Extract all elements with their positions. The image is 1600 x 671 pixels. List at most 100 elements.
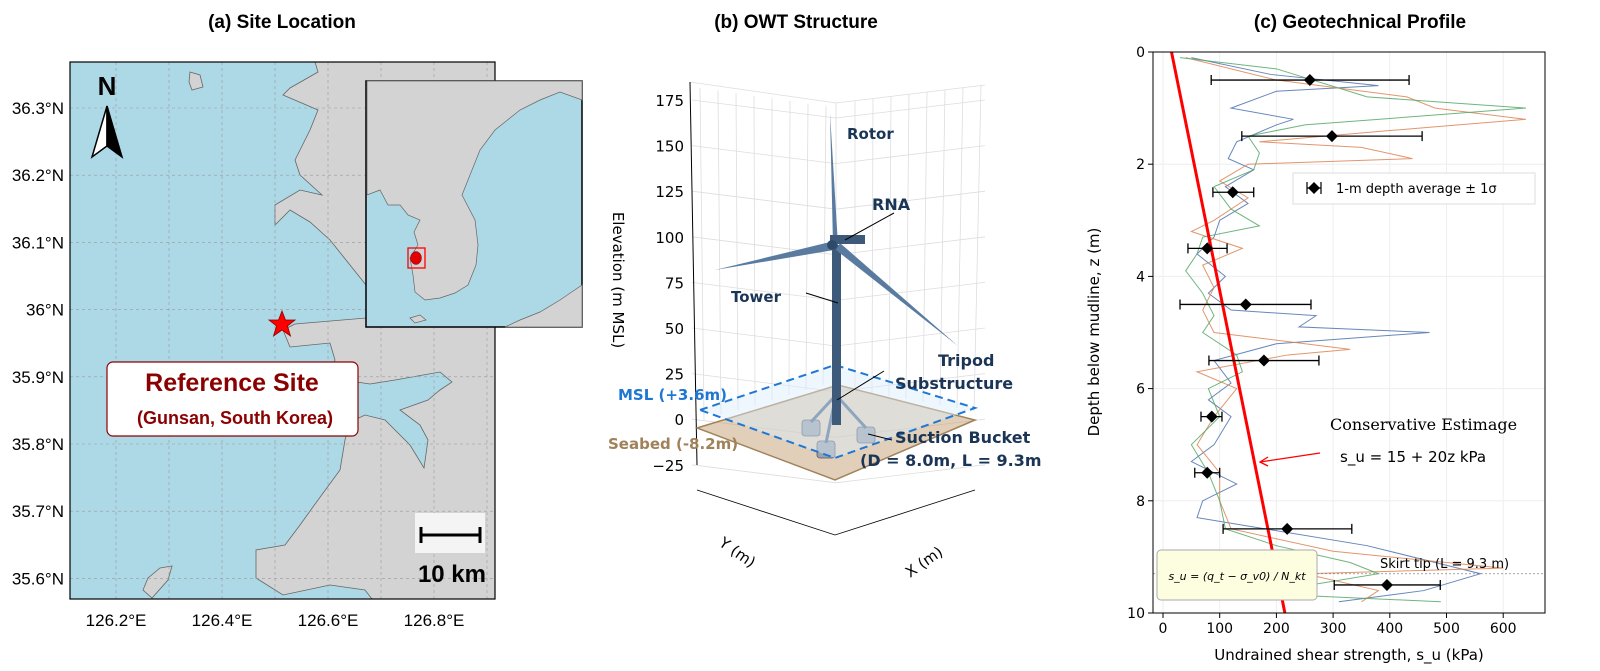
x-tick-label: 0 [1159,621,1168,637]
inset-site-box [407,247,426,269]
depth-average-point [1210,74,1410,87]
panel-a-site-location: (a) Site Location 36.3°N 36.2°N 36.1°N 36°N… [12,12,583,630]
x-axis-label: Undrained shear strength, s_u (kPa) [1214,646,1484,665]
legend-box [1292,172,1536,205]
lat-tick-label: 35.7°N [12,502,64,521]
mean-diamond [1239,298,1252,311]
depth-average-point [1208,354,1320,367]
z-tick-label: 100 [655,229,684,247]
x-gridline [973,84,982,412]
trend-annotation-eq: s_u = 15 + 20z kPa [1340,448,1486,467]
z-tick-label: 150 [655,138,684,156]
z-tick-label: −25 [652,457,684,475]
mean-diamond [1257,354,1270,367]
3d-gridlines [689,81,986,484]
seabed-plane [694,384,978,481]
depth-averages [1179,74,1441,591]
y-gridline [735,93,739,411]
x-tick-label: 100 [1206,621,1233,637]
z-axis-line [689,81,698,466]
depth-average-point [1179,298,1312,311]
skirt-tip-label: Skirt tip (L = 9.3 m) [1380,557,1509,572]
mean-diamond [1281,522,1294,535]
chart-frame [1152,51,1546,614]
latitude-ticks: 36.3°N36.2°N36.1°N36°N35.9°N35.8°N35.7°N… [12,99,64,588]
legend: 1-m depth average ± 1σ [1292,172,1536,205]
mean-diamond [1303,74,1316,87]
nacelle-rna [830,235,865,244]
z-gridline [691,190,986,210]
panel-c-title: (c) Geotechnical Profile [1254,12,1466,33]
z-tick-label: 75 [665,274,684,292]
label-suction-bucket: Suction Bucket [895,428,1031,447]
x-tick-label: 500 [1433,621,1460,637]
mean-diamond [1325,130,1338,143]
lat-tick-label: 36.2°N [12,166,64,185]
x-tick-label: 300 [1320,621,1347,637]
formula-text: s_u = (q_t − σ_v0) / N_kt [1168,570,1306,583]
label-msl: MSL (+3.6m) [618,386,727,404]
lat-tick-label: 36°N [26,301,64,320]
panel-a-title: (a) Site Location [208,12,356,33]
leader-lines [805,212,895,441]
y-tick-label: 0 [1136,45,1145,61]
mean-diamond [1380,578,1393,591]
site-label-bg [106,361,359,437]
trend-line [1170,51,1287,614]
map-island [142,565,173,599]
mean-diamond [1205,410,1218,423]
lon-tick-label: 126.2°E [86,611,147,630]
label-substructure: Substructure [895,374,1013,393]
z-gridline [691,464,986,484]
suction-buckets [801,419,876,459]
z-axis-label: Elevation (m MSL) [609,212,627,348]
label-seabed: Seabed (-8.2m) [608,435,738,453]
inset-land-japan [504,284,583,328]
site-label-box: Reference Site (Gunsan, South Korea) [106,361,359,437]
x-gridline [922,91,928,403]
lat-tick-label: 36.1°N [12,233,64,252]
scale-bar: 10 km [415,513,486,588]
x-axis-label: X (m) [902,543,946,581]
z-tick-label: 125 [655,183,684,201]
label-rna: RNA [872,195,911,214]
panel-b-owt-structure: (b) OWT Structure 1751501251007550250−25… [608,12,1042,581]
lon-tick-label: 126.4°E [192,611,253,630]
x-gridline [871,98,874,394]
depth-average-point [1194,466,1221,479]
north-label: N [98,71,117,101]
site-label: Reference Site [145,369,319,397]
tower [832,245,841,425]
z-gridline [691,145,986,165]
north-arrow-icon-fill [106,105,124,159]
lat-tick-label: 35.8°N [12,435,64,454]
y-gridline [788,100,791,396]
z-tick-label: 50 [665,320,684,338]
legend-diamond-icon [1308,182,1320,194]
map-island [188,71,204,91]
z-tick-label: 25 [665,366,684,384]
blade-right [836,243,958,346]
map-frame [69,61,496,600]
inset-site-dot [410,251,422,265]
lat-tick-label: 36.3°N [12,99,64,118]
x-gridline [905,94,910,400]
y-tick-label: 8 [1136,494,1145,510]
blade-up [830,113,838,245]
depth-average-point [1187,242,1228,255]
site-star-marker [267,309,297,337]
y-gridline [717,90,722,416]
chart-gridlines [1153,51,1545,614]
cpt-trace-cpt-1 [1190,57,1483,603]
scale-label: 10 km [418,561,486,588]
label-tower: Tower [731,288,782,306]
trend-arrow [1258,452,1321,467]
depth-average-point [1241,130,1423,143]
label-bucket-dims: (D = 8.0m, L = 9.3m [860,451,1042,470]
